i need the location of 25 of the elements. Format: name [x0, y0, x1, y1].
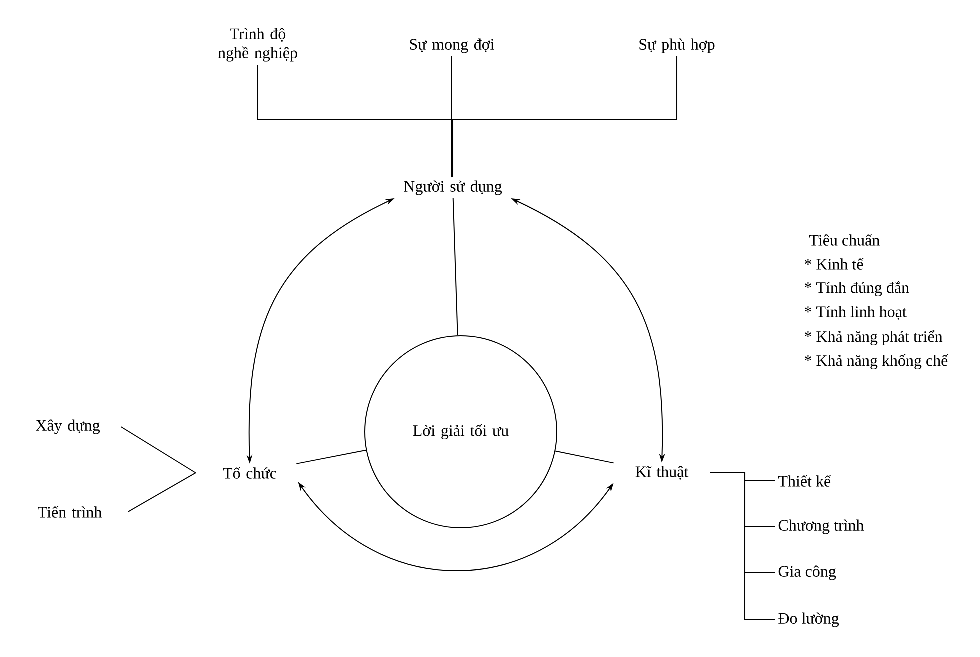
list-item: * Tính đúng đắn	[805, 281, 910, 297]
node-label: Xây dựng	[36, 420, 100, 434]
node-label: Đo lường	[778, 612, 840, 628]
list-item: * Khả năng phát triển	[805, 330, 943, 346]
connector-line	[452, 56, 678, 178]
heading-text: Tiêu chuẩn	[810, 234, 880, 246]
node-label: Sự mong đợi	[410, 38, 494, 54]
list-item: * Kinh tế	[805, 258, 864, 270]
connector-line	[555, 450, 614, 464]
node-label: Gia công	[778, 566, 836, 580]
node-label: Tiến trình	[38, 506, 102, 518]
connector-line	[296, 450, 367, 464]
connector-line	[452, 198, 458, 336]
node-label: Kĩ thuật	[636, 466, 689, 480]
connector-line	[710, 472, 776, 620]
connector-line	[120, 426, 196, 474]
node-label: Thiết kế	[778, 475, 832, 487]
node-label: Trình độ nghề nghiệp	[218, 28, 298, 62]
node-label: Chương trình	[778, 520, 864, 534]
node-label: Tổ chức	[223, 467, 276, 479]
connector-line	[128, 472, 196, 512]
list-item: * Tính linh hoạt	[805, 306, 907, 320]
node-label: Người sử dụng	[404, 180, 502, 196]
list-item: * Khả năng khống chế	[805, 354, 949, 370]
node-label: Sự phù hợp	[640, 38, 715, 54]
